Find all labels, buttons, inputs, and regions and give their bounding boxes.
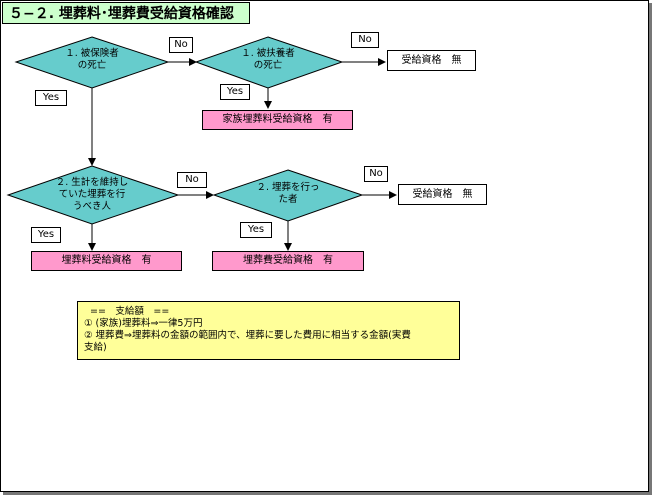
decision-4-text: ２. 埋葬を行った者: [256, 182, 320, 205]
yes-label-1: Yes: [220, 84, 250, 100]
result-burial-fee-eligible: 埋葬料受給資格 有: [31, 251, 182, 271]
no-label-3: No: [177, 172, 207, 188]
no-label-2: No: [351, 32, 379, 48]
result-family-burial-eligible: 家族埋葬料受給資格 有: [202, 110, 353, 130]
no-label-1: No: [169, 37, 193, 53]
decision-3-text: ２. 生計を維持していた埋葬を行うべき人: [55, 177, 129, 212]
yes-label-2: Yes: [35, 90, 67, 106]
note-line-2: ② 埋葬費⇒埋葬料の金額の範囲内で、埋葬に要した費用に相当する金額(実費: [84, 330, 411, 341]
payment-amount-note: == 支給額 == ① (家族)埋葬料⇒一律5万円 ② 埋葬費⇒埋葬料の金額の範…: [77, 301, 460, 360]
result-no-eligibility-1: 受給資格 無: [387, 50, 476, 71]
yes-label-4: Yes: [240, 222, 272, 238]
decision-2-text: １. 被扶養者の死亡: [241, 48, 295, 71]
note-heading: == 支給額 ==: [90, 306, 170, 317]
decision-1-text: １. 被保険者の死亡: [65, 48, 119, 71]
no-label-4: No: [364, 166, 388, 182]
result-no-eligibility-2: 受給資格 無: [398, 184, 487, 205]
note-line-3: 支給): [84, 342, 107, 353]
yes-label-3: Yes: [31, 227, 61, 243]
note-line-1: ① (家族)埋葬料⇒一律5万円: [84, 318, 203, 329]
result-burial-expense-eligible: 埋葬費受給資格 有: [212, 251, 364, 271]
page-title: ５−２. 埋葬料･埋葬費受給資格確認: [2, 2, 250, 24]
